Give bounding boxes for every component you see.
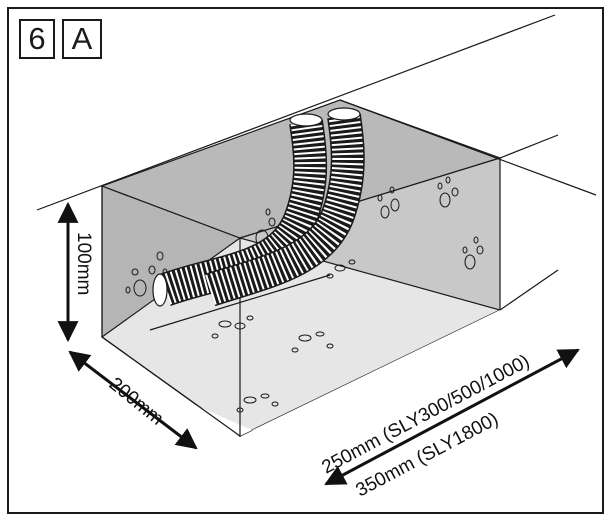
floor-front xyxy=(70,310,555,460)
figure-frame xyxy=(7,7,604,514)
height-label: 100mm xyxy=(73,232,94,295)
length-dimension-arrow xyxy=(324,348,580,486)
floor-perforations xyxy=(211,259,356,413)
variant-letter-badge: A xyxy=(62,19,102,59)
flexible-ducts xyxy=(152,107,365,307)
step-number-badge: 6 xyxy=(19,19,55,59)
width-dimension-arrow xyxy=(68,350,198,450)
